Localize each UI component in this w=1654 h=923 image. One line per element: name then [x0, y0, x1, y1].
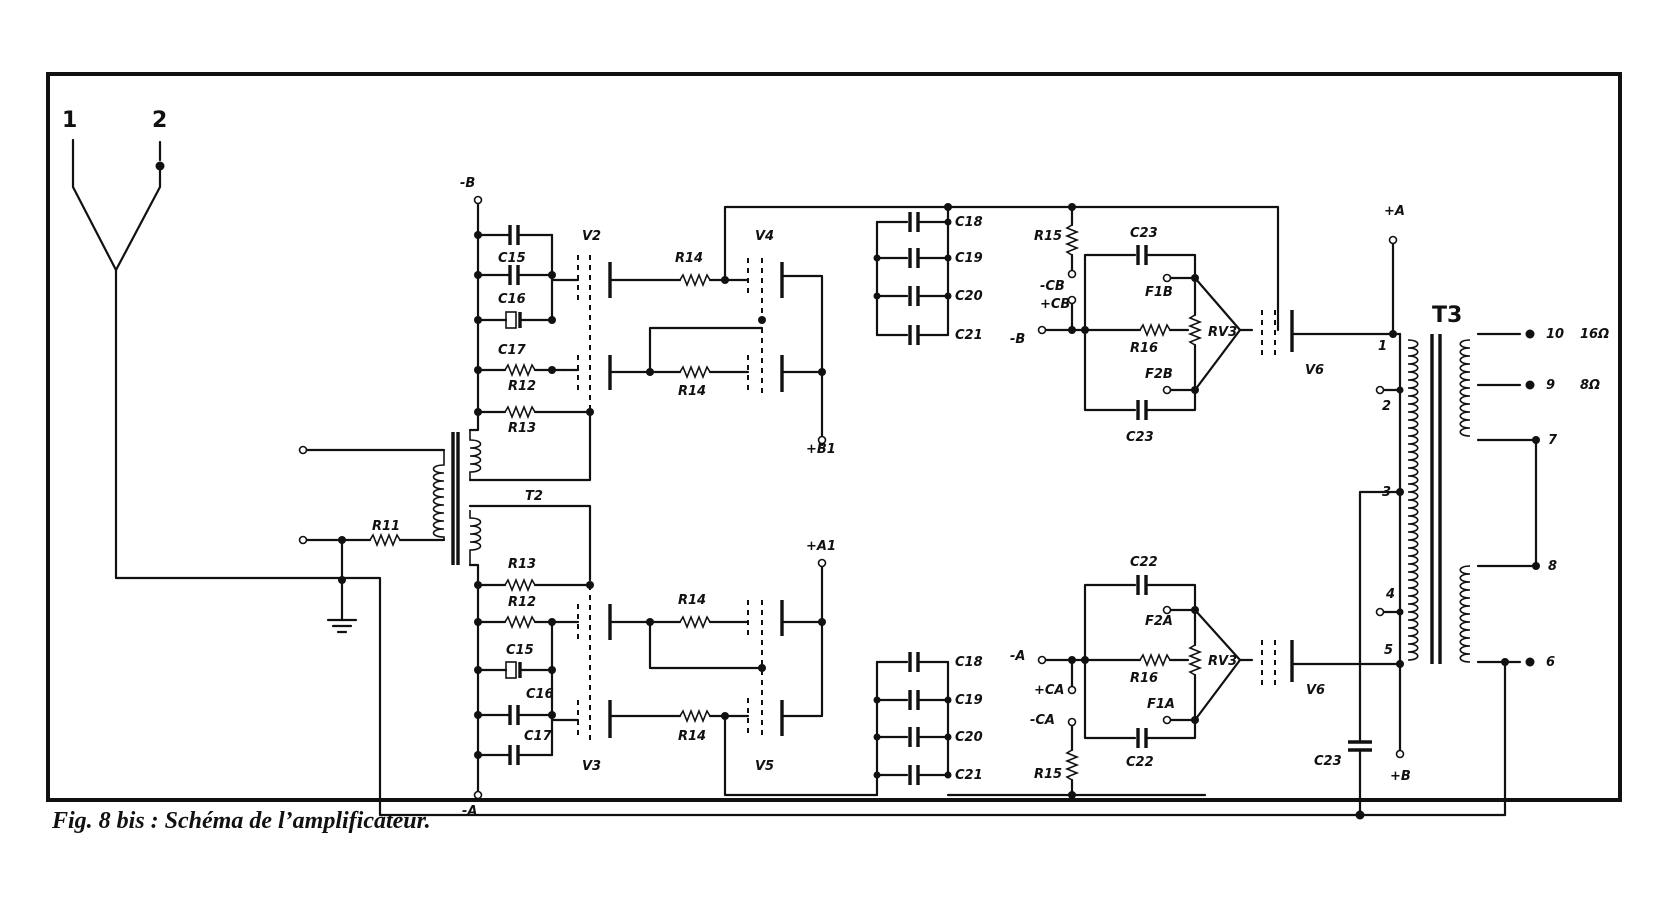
upper-grid-network: R15 -CB +CB -B C23 F1B R16 RV3 C23	[1010, 203, 1402, 445]
c19-top-label: C19	[955, 251, 983, 266]
neg-a-mid-label: -A	[1010, 649, 1025, 664]
v2-label: V2	[582, 229, 601, 244]
c15-top-label: C15	[498, 251, 526, 266]
c19-bottom-label: C19	[955, 693, 983, 708]
out-6-label: 6	[1546, 655, 1555, 670]
c18-bottom-label: C18	[955, 655, 983, 670]
r13-bottom-label: R13	[508, 557, 536, 572]
t3-tap-1-label: 1	[1378, 339, 1387, 354]
r11-label: R11	[372, 519, 400, 534]
c23-mid-label: C23	[1126, 430, 1154, 445]
v6-top-label: V6	[1305, 363, 1324, 378]
minus-cb-label: -CB	[1040, 279, 1065, 294]
upper-driver-stage: -B C15 C16 C17 R12 R13	[460, 176, 1280, 457]
neg-b-top-label: -B	[460, 176, 475, 191]
r14-d-label: R14	[678, 729, 706, 744]
v3-label: V3	[582, 759, 601, 774]
f1b-label: F1B	[1145, 285, 1173, 300]
c21-bottom-label: C21	[955, 768, 983, 783]
input-2-label: 2	[152, 108, 167, 133]
out-7-label: 7	[1548, 433, 1558, 448]
c18-top-label: C18	[955, 215, 983, 230]
c17-top-label: C17	[498, 343, 527, 358]
out-9-label: 9	[1546, 378, 1555, 393]
r14-a-label: R14	[675, 251, 703, 266]
r15-top-label: R15	[1034, 229, 1062, 244]
t3-tap-4-label: 4	[1385, 587, 1395, 602]
input-transformer-section: R11 T2	[298, 410, 592, 634]
a1-label: +A1	[806, 539, 836, 554]
f2a-label: F2A	[1145, 614, 1173, 629]
c23-low-label: C23	[1314, 754, 1342, 769]
t3-tap-5-label: 5	[1384, 643, 1393, 658]
r16-bottom-label: R16	[1130, 671, 1158, 686]
r13-top-label: R13	[508, 421, 536, 436]
lower-driver-stage: -A R13 R12 C15 C16 C17	[462, 539, 879, 819]
c21-top-label: C21	[955, 328, 983, 343]
lower-grid-network: -A +CA -CA R15 C22 F2A R16 RV3	[1010, 555, 1402, 799]
b1-label: +B1	[806, 442, 836, 457]
r12-bottom-label: R12	[508, 595, 536, 610]
t3-tap-2-label: 2	[1382, 399, 1391, 414]
t3-label: T3	[1432, 303, 1462, 328]
plus-cb-label: +CB	[1040, 297, 1070, 312]
coupling-capacitors-bottom: C18 C19 C20 C21	[873, 652, 1207, 797]
schematic-frame	[46, 72, 1622, 802]
t2-label: T2	[525, 489, 543, 504]
r15-bottom-label: R15	[1034, 767, 1062, 782]
f1a-label: F1A	[1147, 697, 1175, 712]
neg-b-mid-label: -B	[1010, 332, 1025, 347]
coupling-capacitors-top: C18 C19 C20 C21	[873, 203, 983, 345]
plus-a-label: +A	[1384, 204, 1405, 219]
c20-bottom-label: C20	[955, 730, 983, 745]
t3-secondary-lower-winding	[1459, 565, 1471, 663]
c22-bottom-label: C22	[1126, 755, 1154, 770]
input-section: 1 2	[62, 108, 1507, 817]
plus-b-label: +B	[1390, 769, 1411, 784]
figure-caption: Fig. 8 bis : Schéma de l’amplificateur.	[52, 808, 431, 834]
rv3-top-label: RV3	[1208, 325, 1237, 340]
c22-top-label: C22	[1130, 555, 1158, 570]
c16-top-label: C16	[498, 292, 526, 307]
v6-bottom-label: V6	[1306, 683, 1325, 698]
v5-label: V5	[755, 759, 774, 774]
rv3-bottom-label: RV3	[1208, 654, 1237, 669]
t3-primary-winding	[1407, 339, 1419, 661]
r14-b-label: R14	[678, 384, 706, 399]
ohm-16-label: 16Ω	[1580, 327, 1609, 342]
c16-bottom-label: C16	[526, 687, 554, 702]
c15-bottom-label: C15	[506, 643, 534, 658]
f2b-label: F2B	[1145, 367, 1173, 382]
v4-label: V4	[755, 229, 774, 244]
c20-top-label: C20	[955, 289, 983, 304]
input-1-label: 1	[62, 108, 77, 133]
output-transformer: +A T3 1 2 3 4 5 +B C23	[1314, 204, 1609, 820]
t3-secondary-upper-winding	[1459, 339, 1471, 437]
out-8-label: 8	[1548, 559, 1557, 574]
neg-a-bottom-label: -A	[462, 804, 477, 819]
c17-bottom-label: C17	[524, 729, 553, 744]
ohm-8-label: 8Ω	[1580, 378, 1600, 393]
c23-top-label: C23	[1130, 226, 1158, 241]
minus-ca-label: -CA	[1030, 713, 1055, 728]
r12-top-label: R12	[508, 379, 536, 394]
plus-ca-label: +CA	[1034, 683, 1065, 698]
r16-top-label: R16	[1130, 341, 1158, 356]
out-10-label: 10	[1546, 327, 1564, 342]
r14-c-label: R14	[678, 593, 706, 608]
